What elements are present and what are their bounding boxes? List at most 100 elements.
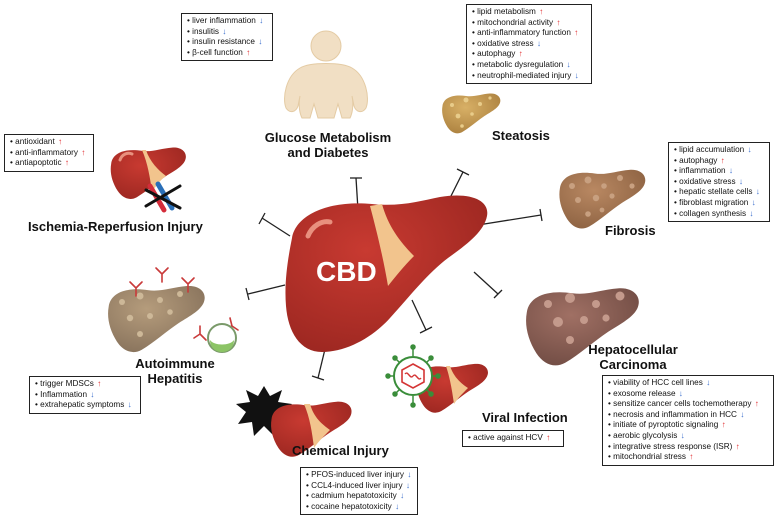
inhibition-arrow-icon	[245, 284, 286, 301]
effect-item: neutrophil-mediated injury ↓	[472, 71, 586, 82]
arrow-down-icon: ↓	[404, 470, 412, 479]
antibody-icon	[129, 267, 239, 341]
arrow-down-icon: ↓	[572, 70, 579, 80]
effect-item: oxidative stress ↓	[674, 177, 764, 188]
effect-item: insulitis ↓	[187, 27, 267, 38]
arrow-down-icon: ↓	[726, 166, 733, 176]
effect-text: extrahepatic symptoms	[40, 400, 125, 410]
label-line: Carcinoma	[599, 357, 667, 372]
effect-text: hepatic stellate cells	[679, 187, 753, 197]
effect-item: extrahepatic symptoms ↓	[35, 400, 135, 411]
label-viral: Viral Infection	[482, 410, 568, 425]
arrow-up-icon: ↑	[516, 49, 523, 59]
effects-box-hcc: viability of HCC cell lines ↓exosome rel…	[602, 375, 774, 466]
effect-item: fibroblast migration ↓	[674, 198, 764, 209]
effect-text: liver inflammation	[192, 16, 256, 25]
effect-text: oxidative stress	[477, 38, 534, 48]
effect-item: collagen synthesis ↓	[674, 209, 764, 220]
effects-box-glucose: liver inflammation ↓insulitis ↓insulin r…	[181, 13, 273, 62]
effects-box-steatosis: lipid metabolism ↑mitochondrial activity…	[466, 4, 592, 85]
label-line: and Diabetes	[287, 145, 369, 160]
effect-item: cadmium hepatotoxicity ↓	[306, 491, 412, 502]
effects-box-chemical: PFOS-induced liver injury ↓CCL4-induced …	[300, 467, 418, 516]
arrow-up-icon: ↑	[62, 158, 69, 168]
arrow-up-icon: ↑	[536, 7, 544, 16]
effect-text: antioxidant	[15, 137, 55, 146]
effect-item: aerobic glycolysis ↓	[608, 431, 768, 442]
effects-box-fibrosis: lipid accumulation ↓autophagy ↑inflammat…	[668, 142, 770, 223]
label-glucose: Glucose Metabolism and Diabetes	[243, 130, 413, 160]
arrow-down-icon: ↓	[678, 430, 685, 440]
label-line: Viral Infection	[482, 410, 568, 425]
effect-text: metabolic dysregulation	[477, 59, 564, 69]
effect-item: antiapoptotic ↑	[10, 158, 88, 169]
inhibition-arrow-icon	[477, 208, 543, 226]
effect-item: hepatic stellate cells ↓	[674, 187, 764, 198]
label-autoimmune: Autoimmune Hepatitis	[130, 356, 220, 386]
arrow-down-icon: ↓	[88, 389, 95, 399]
effect-text: neutrophil-mediated injury	[477, 70, 572, 80]
effect-item: insulin resistance ↓	[187, 37, 267, 48]
label-line: Ischemia-Reperfusion Injury	[28, 219, 203, 234]
effect-text: necrosis and inflammation in HCC	[613, 409, 737, 419]
effect-item: inflammation ↓	[674, 166, 764, 177]
effect-text: mitochondrial stress	[613, 452, 686, 462]
effect-text: aerobic glycolysis	[613, 430, 678, 440]
label-ischemia: Ischemia-Reperfusion Injury	[28, 219, 203, 234]
inhibition-arrow-icon	[411, 299, 433, 334]
effect-item: active against HCV ↑	[468, 433, 558, 444]
autoimmune-liver-icon	[108, 285, 205, 353]
arrow-down-icon: ↓	[736, 176, 743, 186]
effect-text: anti-inflammatory function	[477, 28, 571, 38]
effect-text: initiate of pyroptotic signaling	[613, 420, 719, 430]
label-line: Steatosis	[492, 128, 550, 143]
effect-item: liver inflammation ↓	[187, 16, 267, 27]
effect-text: β-cell function	[192, 47, 243, 57]
effect-text: anti-inflammatory	[15, 147, 78, 157]
arrow-down-icon: ↓	[534, 38, 541, 48]
effect-item: integrative stress response (ISR) ↑	[608, 442, 768, 453]
effect-text: insulitis	[192, 26, 220, 36]
arrow-up-icon: ↑	[686, 452, 694, 462]
effect-text: integrative stress response (ISR)	[613, 441, 733, 451]
effect-text: PFOS-induced liver injury	[311, 470, 404, 479]
effect-item: oxidative stress ↓	[472, 39, 586, 50]
effect-text: cocaine hepatotoxicity	[311, 501, 392, 511]
effect-text: insulin resistance	[192, 37, 255, 47]
arrow-down-icon: ↓	[703, 378, 711, 387]
effect-item: antioxidant ↑	[10, 137, 88, 148]
body-silhouette-icon	[284, 30, 368, 119]
center-label: CBD	[316, 256, 377, 287]
arrow-down-icon: ↓	[255, 37, 263, 47]
arrow-down-icon: ↓	[747, 208, 754, 218]
effects-box-ischemia: antioxidant ↑anti-inflammatory ↑antiapop…	[4, 134, 94, 172]
effect-item: anti-inflammatory ↑	[10, 148, 88, 159]
effects-box-autoimmune: trigger MDSCs ↑Inflammation ↓extrahepati…	[29, 376, 141, 414]
arrow-up-icon: ↑	[543, 433, 551, 442]
effect-item: exosome release ↓	[608, 389, 768, 400]
arrow-up-icon: ↑	[718, 155, 725, 165]
effect-item: initiate of pyroptotic signaling ↑	[608, 420, 768, 431]
arrow-down-icon: ↓	[403, 480, 410, 490]
effect-item: necrosis and inflammation in HCC ↓	[608, 410, 768, 421]
effect-item: β-cell function ↑	[187, 48, 267, 59]
arrow-up-icon: ↑	[554, 17, 561, 27]
label-line: Glucose Metabolism	[264, 130, 392, 145]
effect-text: antiapoptotic	[15, 158, 62, 168]
effects-box-viral: active against HCV ↑	[462, 430, 564, 447]
label-line: Fibrosis	[605, 223, 656, 238]
effect-item: Inflammation ↓	[35, 390, 135, 401]
effect-item: anti-inflammatory function ↑	[472, 28, 586, 39]
effect-text: Inflammation	[40, 389, 88, 399]
effect-text: active against HCV	[473, 433, 543, 442]
liver-icon	[110, 147, 186, 199]
arrow-down-icon: ↓	[676, 388, 683, 398]
effect-item: autophagy ↑	[674, 156, 764, 167]
effect-text: trigger MDSCs	[40, 379, 94, 388]
fatty-liver-icon	[442, 93, 501, 134]
arrow-up-icon: ↑	[752, 399, 759, 409]
effect-text: viability of HCC cell lines	[613, 378, 703, 387]
arrow-up-icon: ↑	[719, 420, 726, 430]
